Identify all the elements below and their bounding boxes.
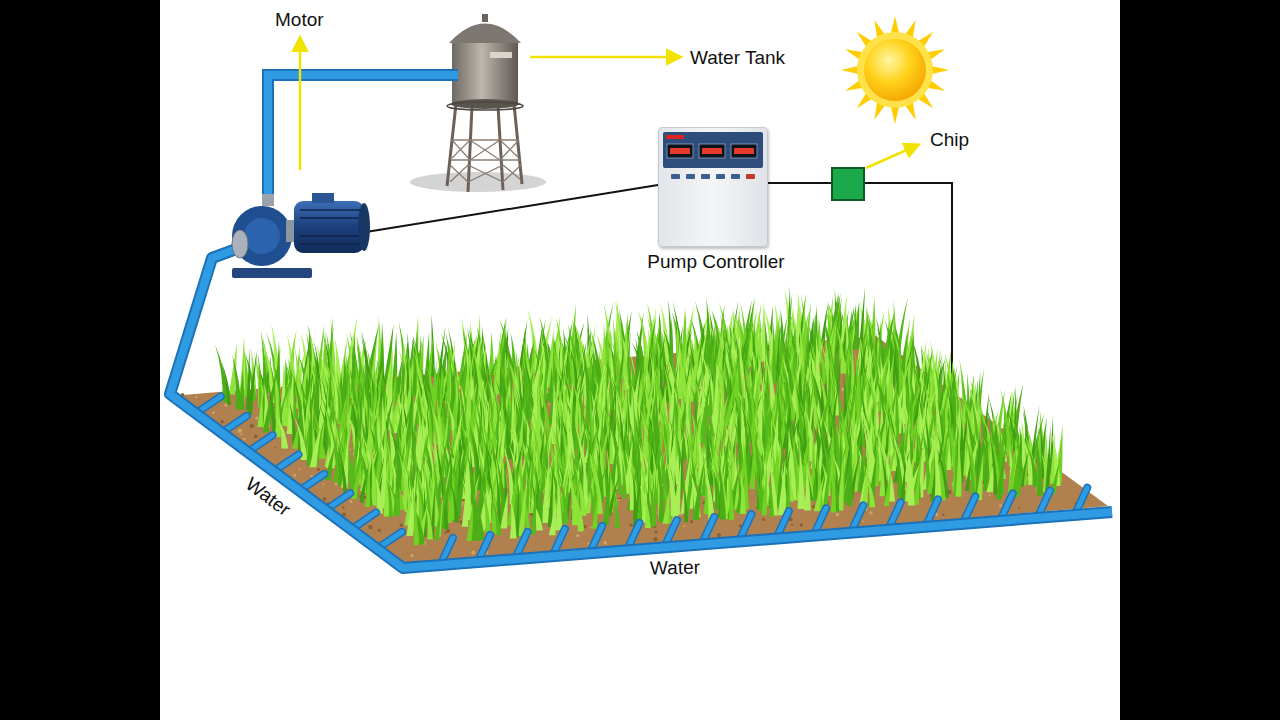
soil-grain [238, 429, 242, 433]
soil-grain [603, 541, 607, 545]
grass-blade [263, 394, 272, 433]
tank-bottom [451, 99, 519, 109]
tank-braces [450, 140, 521, 182]
chip [832, 168, 864, 200]
soil [172, 336, 1108, 566]
tank-roof [449, 24, 521, 44]
soil-grain [323, 497, 327, 501]
soil-grain [576, 534, 579, 537]
soil-grain [298, 468, 300, 470]
soil-grain [243, 438, 246, 441]
soil-grain [317, 468, 320, 471]
grass-blade [257, 392, 263, 427]
soil-grain [629, 524, 632, 527]
grass-blade [276, 414, 289, 448]
tank-legs [447, 104, 522, 192]
soil-grain [322, 483, 324, 485]
sun [841, 16, 949, 124]
soil-grain [1018, 507, 1020, 509]
soil-grain [653, 537, 657, 541]
grass-blade [275, 379, 281, 438]
soil-grain [293, 474, 296, 477]
soil-grain [274, 447, 276, 449]
tank-walkway [447, 102, 523, 110]
soil-grain [619, 497, 621, 499]
sun-halo [857, 32, 933, 108]
soil-grain [368, 525, 372, 529]
sun-ray [931, 66, 949, 75]
tank-body [452, 42, 518, 104]
water-tank [410, 14, 546, 192]
soil-grain [471, 550, 475, 554]
soil-grain [349, 449, 351, 451]
soil-grain [654, 530, 657, 533]
soil-grain [446, 529, 450, 533]
soil-grain [212, 411, 215, 414]
soil-grain [836, 513, 839, 516]
tank-cap [482, 14, 488, 22]
soil-grain [195, 396, 197, 398]
soil-grain [335, 483, 338, 486]
grass [215, 286, 1062, 546]
soil-grain [255, 417, 258, 420]
soil-grain [989, 495, 991, 497]
sun-core [864, 39, 926, 101]
soil-grain [254, 435, 258, 439]
soil-grain [942, 513, 944, 515]
tank-pipe [268, 75, 458, 205]
soil-grain [869, 511, 872, 514]
tank-shadow [410, 172, 546, 192]
soil-grain [863, 521, 865, 523]
soil-grain [791, 524, 793, 526]
soil-grain [250, 424, 254, 428]
soil-grain [717, 533, 721, 537]
soil-grain [342, 506, 344, 508]
sun-ray [891, 106, 900, 124]
soil-grain [690, 520, 693, 523]
soil-grain [378, 529, 381, 532]
soil-grain [548, 403, 550, 405]
soil-grain [240, 434, 242, 436]
soil-grain [762, 518, 765, 521]
soil-grain [800, 523, 803, 526]
grass-blade [266, 373, 277, 437]
soil-grain [683, 525, 685, 527]
soil-grain [399, 523, 403, 527]
soil-grain [590, 526, 592, 528]
tank-plate [490, 52, 512, 58]
grass-blade [248, 349, 258, 415]
sun-ray [841, 66, 859, 75]
sun-ray [891, 16, 900, 34]
soil-grain [999, 504, 1002, 507]
soil-grain [310, 475, 312, 477]
soil-grain [349, 500, 352, 503]
soil-grain [410, 554, 413, 557]
soil-grain [220, 420, 224, 424]
grass-blade [238, 370, 244, 410]
